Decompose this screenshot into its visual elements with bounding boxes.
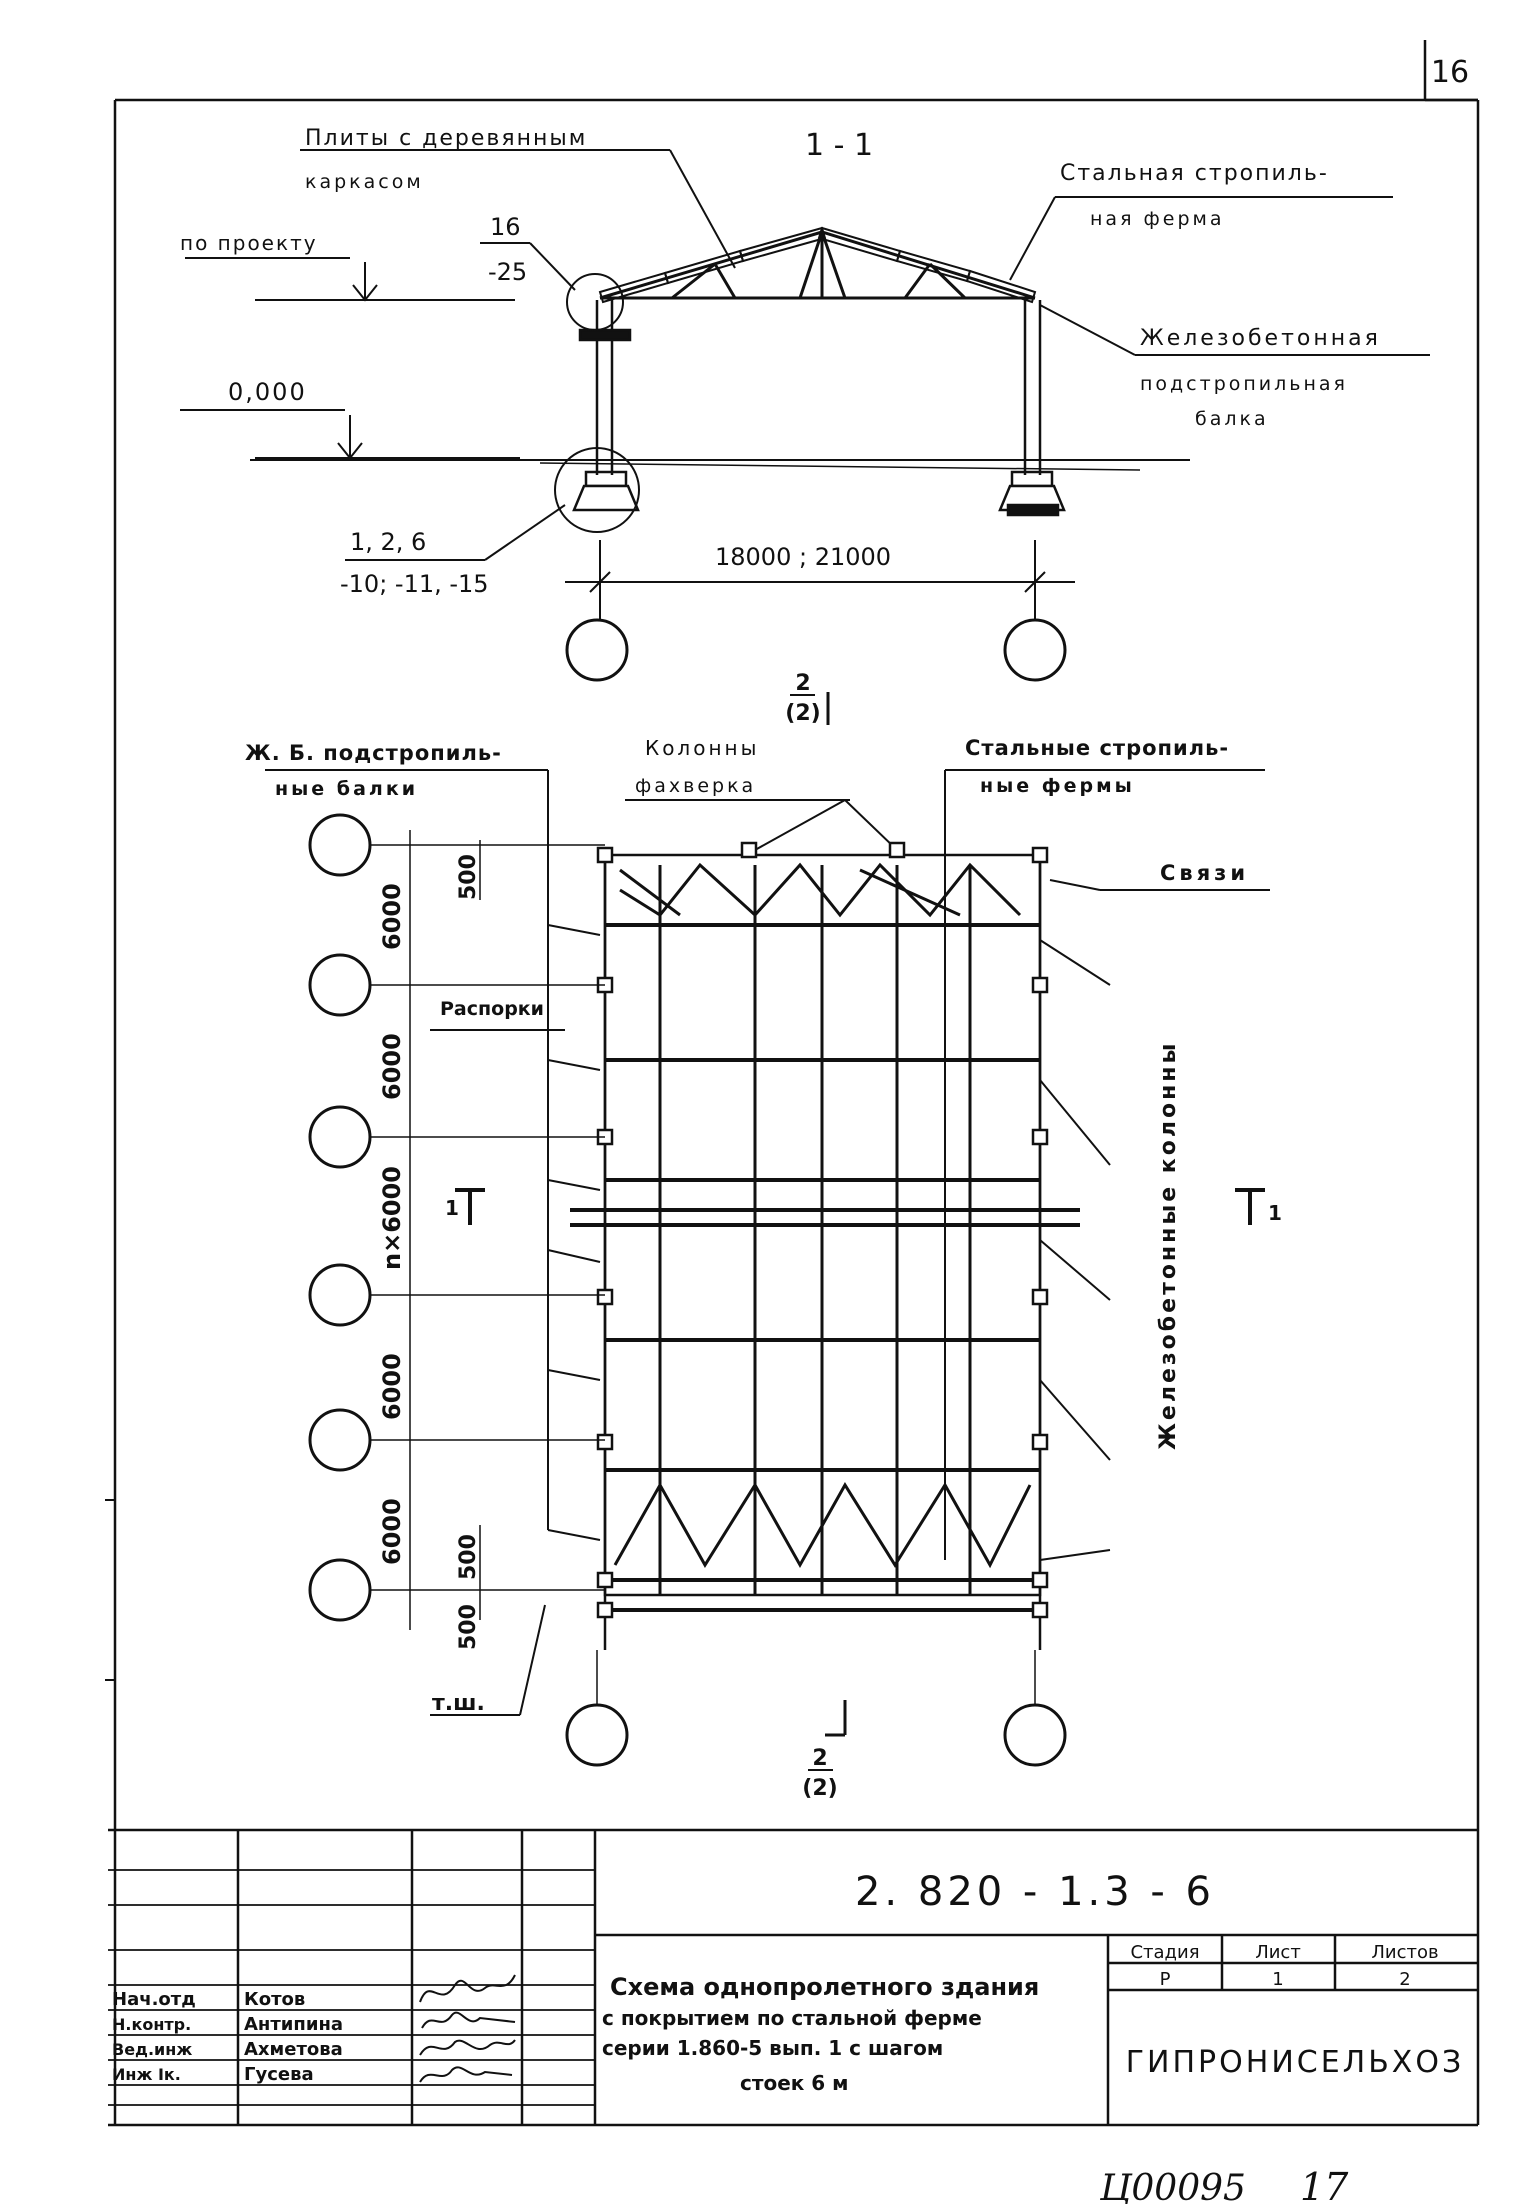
steel-truss (599, 230, 1036, 300)
name-1: Котов (244, 1989, 305, 2010)
dim-left-8: 500 (456, 1604, 481, 1650)
plan-grid (570, 853, 1080, 1650)
label-slabs-2: каркасом (305, 171, 424, 193)
desc-line-4: стоек 6 м (740, 2071, 849, 2095)
name-4: Гусева (244, 2064, 314, 2085)
node-top-1: 16 (490, 213, 521, 241)
label-rc-columns: Железобетонные колонны (1156, 1041, 1181, 1450)
dim-left-2: 6000 (378, 883, 406, 950)
archive-number: Ц00095 (1099, 2168, 1246, 2204)
axis-bubble-right (1003, 618, 1067, 682)
label-beam-3: балка (1195, 408, 1269, 430)
org-name: ГИПРОНИСЕЛЬХОЗ (1126, 2045, 1464, 2080)
label-struts: Распорки (440, 998, 544, 1020)
sheet-frame (108, 40, 1480, 2127)
sheet-number: 16 (1431, 55, 1469, 90)
head-stage: Стадия (1130, 1942, 1199, 1963)
dim-left-5: 6000 (378, 1353, 406, 1420)
drawing-code: 2. 820 - 1.3 - 6 (855, 1869, 1215, 1915)
title-block: 2. 820 - 1.3 - 6 Схема однопролетного зд… (108, 1828, 1478, 2125)
label-rc-beams-1: Ж. Б. подстропиль- (245, 741, 502, 765)
label-truss-1: Стальная стропиль- (1060, 161, 1329, 186)
rc-columns (596, 841, 1049, 1619)
margin-ticks (105, 1499, 115, 1681)
val-sheet: 1 (1272, 1969, 1283, 1990)
archive-page: 17 (1300, 2165, 1349, 2204)
level-marks (255, 262, 520, 460)
axis-bubble-left (565, 618, 629, 682)
cut-mark-bottom-sub: (2) (802, 1776, 837, 1801)
dim-left-6: 6000 (378, 1498, 406, 1565)
span-dimension (565, 540, 1075, 620)
label-steel-trusses-2: ные фермы (980, 775, 1135, 797)
name-2: Антипина (244, 2014, 343, 2035)
head-sheets: Листов (1371, 1942, 1438, 1963)
label-design: по проекту (180, 231, 318, 255)
roof-slabs (598, 226, 1037, 304)
role-4: Инж Iк. (112, 2065, 181, 2084)
label-truss-2: ная ферма (1090, 208, 1225, 230)
level-zero: 0,000 (228, 378, 307, 406)
label-steel-trusses-1: Стальные стропиль- (965, 736, 1229, 760)
label-columns-2: фахверка (635, 775, 756, 797)
section-title: 1 - 1 (805, 128, 873, 163)
label-beam-1: Железобетонная (1140, 326, 1381, 351)
cut-mark-top: 2 (795, 671, 810, 696)
label-rc-beams-2: ные балки (275, 778, 418, 800)
detail-circle-base (554, 447, 640, 533)
node-base-2: -10; -11, -15 (340, 570, 489, 598)
span-label: 18000 ; 21000 (715, 543, 891, 571)
role-2: Н.контр. (112, 2015, 191, 2034)
label-slabs-1: Плиты с деревянным (305, 126, 587, 151)
desc-line-2: с покрытием по стальной ферме (602, 2006, 982, 2030)
section-1-1: 1 - 1 (180, 126, 1430, 682)
role-3: Вед.инж (112, 2040, 192, 2059)
head-sheet: Лист (1255, 1942, 1301, 1963)
section-mark-right: 1 (1268, 1201, 1282, 1225)
name-3: Ахметова (244, 2039, 343, 2060)
node-top-2: -25 (488, 258, 527, 286)
label-beam-2: подстропильная (1140, 373, 1348, 395)
top-bracing (619, 862, 1022, 918)
bottom-bracing (613, 1481, 1032, 1569)
dim-left-7: 500 (456, 1534, 481, 1580)
signatures (419, 1974, 516, 2083)
dim-left-4: n×6000 (378, 1166, 406, 1270)
left-column (572, 300, 640, 512)
label-ts: т.ш. (432, 1691, 485, 1716)
role-1: Нач.отд (112, 1989, 196, 2010)
section-mark-left: 1 (445, 1196, 459, 1220)
plan-axis-bubbles (308, 813, 1067, 1767)
dim-left-3: 6000 (378, 1033, 406, 1100)
desc-line-1: Схема однопролетного здания (610, 1973, 1039, 2001)
desc-line-3: серии 1.860-5 вып. 1 с шагом (602, 2036, 943, 2060)
cut-mark-bottom: 2 (812, 1746, 827, 1771)
section-marks-1 (455, 1188, 1265, 1225)
plan-view: 2 (2) Ж. Б. подстропиль- ные балки Колон… (245, 671, 1282, 1801)
val-stage: Р (1160, 1969, 1171, 1990)
right-column (998, 300, 1066, 517)
label-columns-1: Колонны (645, 736, 759, 760)
plan-axis-lines (370, 830, 1036, 1705)
node-base-1: 1, 2, 6 (350, 528, 426, 556)
dim-left-1: 500 (456, 854, 481, 900)
val-sheets: 2 (1399, 1969, 1410, 1990)
detail-circle-top (566, 273, 624, 331)
label-bracing: Связи (1160, 861, 1249, 885)
cut-mark-top-sub: (2) (785, 701, 820, 726)
